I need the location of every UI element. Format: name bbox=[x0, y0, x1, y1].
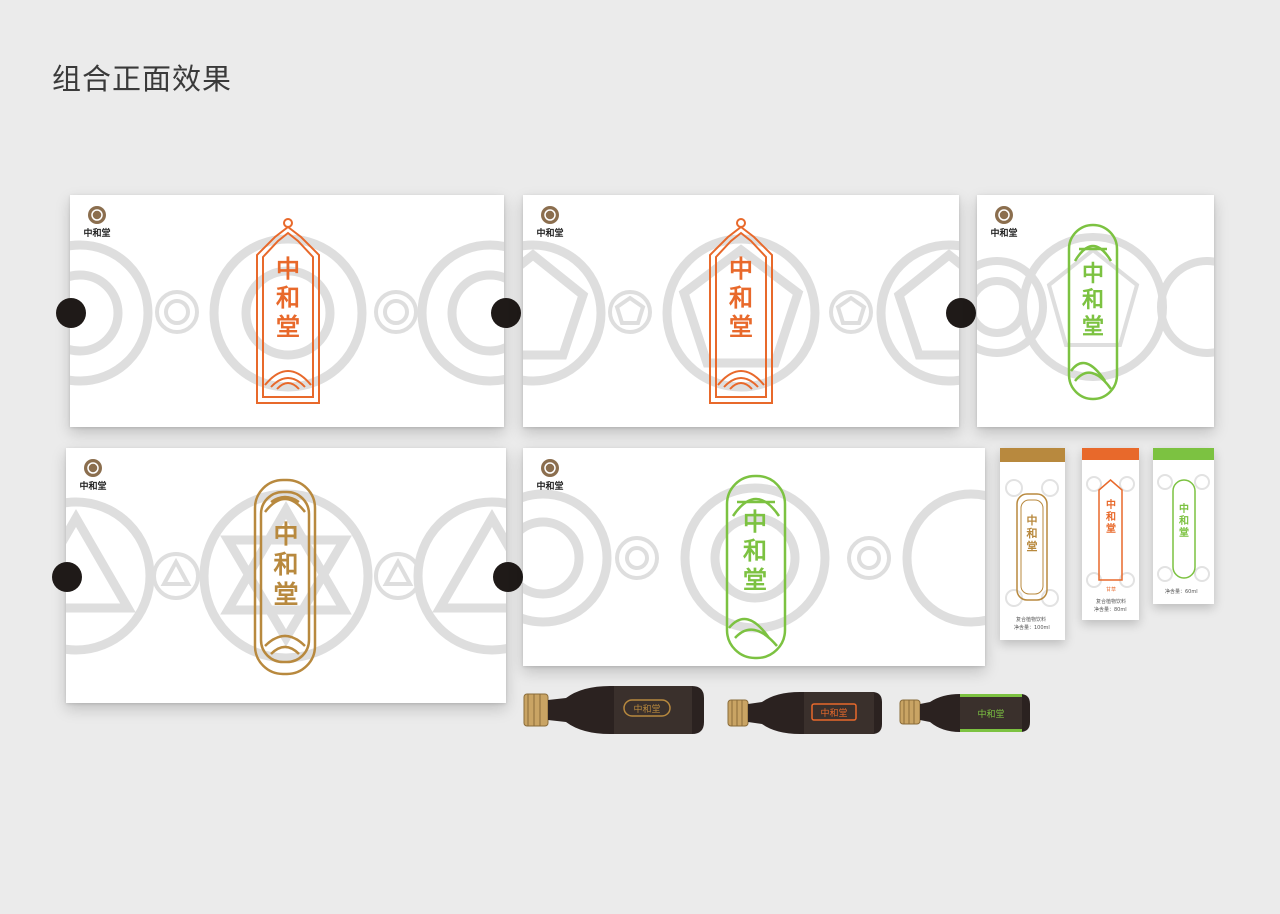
ornament-pattern bbox=[66, 489, 506, 663]
label-net-content: 净含量：80ml bbox=[1094, 607, 1127, 613]
tag-text: 中 和 堂 bbox=[729, 254, 753, 341]
bottle-label-text: 中和堂 bbox=[820, 707, 847, 719]
bottle-orange: 中和堂 bbox=[727, 692, 882, 734]
bottle-brown: 中和堂 bbox=[523, 686, 704, 734]
label-artwork bbox=[1153, 448, 1214, 582]
tag-frame-orange bbox=[709, 218, 773, 404]
bottle-label-text: 中和堂 bbox=[977, 708, 1004, 720]
tag-text: 中 和 堂 bbox=[273, 520, 299, 609]
package-box-3: 中和堂 中 和 堂 bbox=[977, 195, 1214, 427]
brand-name: 中和堂 bbox=[536, 229, 564, 239]
label-tagline: 甘草 bbox=[1106, 587, 1117, 593]
bottle-label-green: 中和堂 净含量：60ml bbox=[1153, 448, 1214, 604]
label-tag-text: 中和堂 bbox=[1179, 504, 1189, 539]
brand-mark: 中和堂 bbox=[533, 458, 567, 492]
brand-logo-icon bbox=[541, 459, 559, 477]
label-tag-text: 中和堂 bbox=[1106, 500, 1116, 535]
brand-logo-icon bbox=[88, 206, 106, 224]
package-box-1: 中和堂 中 和 堂 bbox=[70, 195, 504, 427]
tag-text: 中 和 堂 bbox=[1081, 261, 1104, 340]
tag-frame-gold bbox=[253, 478, 317, 676]
brand-mark: 中和堂 bbox=[987, 205, 1021, 239]
package-box-2: 中和堂 中 和 堂 bbox=[523, 195, 959, 427]
label-net-content: 净含量：60ml bbox=[1165, 589, 1198, 595]
tag-text: 中 和 堂 bbox=[276, 254, 300, 341]
label-description: 复合植物饮料 bbox=[1096, 599, 1127, 605]
package-box-4: 中和堂 中 和 堂 bbox=[66, 448, 506, 703]
tag-frame-green bbox=[1067, 223, 1119, 401]
ornament-pattern bbox=[70, 234, 504, 392]
ornament-pattern bbox=[523, 234, 959, 392]
brand-logo-icon bbox=[995, 206, 1013, 224]
lid-notch bbox=[56, 298, 86, 328]
lid-notch bbox=[493, 562, 523, 592]
bottle-label-brown: 中和堂 复合植物饮料 净含量：100ml bbox=[1000, 448, 1065, 640]
label-tag-text: 中和堂 bbox=[1026, 514, 1038, 554]
bottle-green: 中和堂 bbox=[899, 694, 1030, 732]
bottle-label-text: 中和堂 bbox=[633, 703, 660, 715]
brand-name: 中和堂 bbox=[536, 482, 564, 492]
brand-name: 中和堂 bbox=[83, 229, 111, 239]
ornament-pattern bbox=[523, 483, 985, 633]
tag-text: 中 和 堂 bbox=[743, 507, 767, 594]
label-description: 复合植物饮料 bbox=[1016, 617, 1047, 623]
brand-mark: 中和堂 bbox=[80, 205, 114, 239]
tag-frame-orange bbox=[256, 218, 320, 404]
package-box-5: 中和堂 中 和 堂 bbox=[523, 448, 985, 666]
brand-name: 中和堂 bbox=[990, 229, 1018, 239]
lid-notch bbox=[491, 298, 521, 328]
brand-mark: 中和堂 bbox=[76, 458, 110, 492]
brand-logo-icon bbox=[84, 459, 102, 477]
tag-frame-green bbox=[725, 474, 787, 660]
lid-notch bbox=[946, 298, 976, 328]
ornament-pattern bbox=[977, 233, 1214, 381]
label-artwork bbox=[1000, 448, 1065, 607]
brand-mark: 中和堂 bbox=[533, 205, 567, 239]
brand-name: 中和堂 bbox=[79, 482, 107, 492]
page-title: 组合正面效果 bbox=[52, 62, 233, 96]
label-artwork bbox=[1082, 448, 1139, 588]
brand-logo-icon bbox=[541, 206, 559, 224]
lid-notch bbox=[52, 562, 82, 592]
bottle-label-orange: 中和堂 甘草 复合植物饮料 净含量：80ml bbox=[1082, 448, 1139, 620]
label-net-content: 净含量：100ml bbox=[1014, 625, 1050, 631]
